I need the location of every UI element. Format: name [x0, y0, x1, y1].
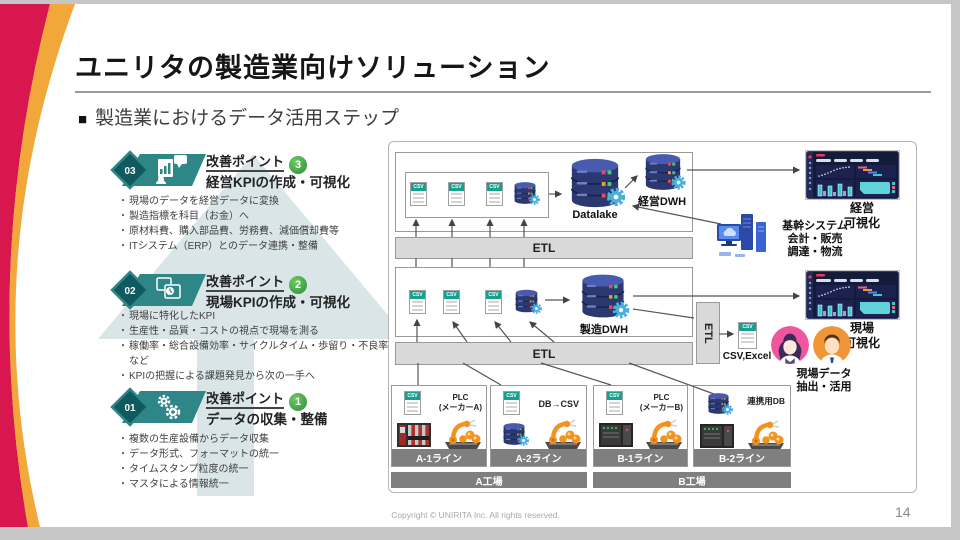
- field-dashboard-image: [805, 270, 900, 320]
- csv-file-icon: CSV: [606, 391, 623, 415]
- csv-file-icon: CSV: [404, 391, 421, 415]
- line-label-b2: B-2ライン: [694, 449, 790, 466]
- svg-text:03: 03: [124, 166, 136, 177]
- core-system-label: 基幹システム会計・販売調達・物流: [782, 220, 848, 258]
- gear-icon: [721, 403, 734, 416]
- bullet-item: 稼働率・総合設備効率・サイクルタイム・歩留り・不良率など: [118, 339, 392, 369]
- gear-icon: [605, 186, 627, 208]
- slide: ユニリタの製造業向けソリューション ■ 製造業におけるデータ活用ステップ 03: [0, 4, 951, 527]
- manufacturing-tier-box: [395, 267, 693, 337]
- square-bullet-icon: ■: [78, 111, 88, 128]
- bullet-item: 生産性・品質・コストの視点で現場を測る: [118, 324, 392, 339]
- csv-file-icon: CSV: [738, 322, 757, 349]
- step-3-number-badge: 3: [289, 156, 308, 174]
- gear-icon: [528, 193, 541, 206]
- factory-bar-b: B工場: [593, 472, 791, 488]
- step-2-number-badge: 2: [289, 276, 308, 294]
- gear-icon: [670, 174, 687, 191]
- step-3-bullets: 現場のデータを経営データに変換 製造指標を科目（お金）へ 原材料費、購入部品費、…: [118, 194, 392, 254]
- bullet-item: 現場に特化したKPI: [118, 309, 392, 324]
- step-1-bullets: 複数の生産設備からデータ収集 データ形式、フォーマットの統一 タイムスタンプ粒度…: [118, 432, 392, 492]
- step-2-bullets: 現場に特化したKPI 生産性・品質・コストの視点で現場を測る 稼働率・総合設備効…: [118, 309, 392, 384]
- step-3-title: 経営KPIの作成・可視化: [206, 175, 351, 190]
- bullet-item: ITシステム（ERP）とのデータ連携・整備: [118, 239, 392, 254]
- device-label: PLC(メーカーA): [438, 393, 482, 412]
- brand-curve-decoration: [0, 4, 75, 527]
- keiei-dwh-label: 経営DWH: [637, 196, 687, 208]
- line-box-b1: CSV PLC(メーカーB) B-1ライン: [593, 385, 688, 467]
- device-label: DB→CSV: [538, 399, 579, 409]
- device-label: PLC(メーカーB): [639, 393, 683, 412]
- step-2-title: 現場KPIの作成・可視化: [206, 295, 351, 310]
- line-label-b1: B-1ライン: [594, 449, 687, 466]
- csv-file-icon: CSV: [448, 182, 465, 206]
- csv-staging-box: CSV CSV CSV: [405, 172, 549, 218]
- gear-icon: [517, 434, 530, 447]
- line-box-b2: 連携用DB B-2ライン: [693, 385, 791, 467]
- section-heading-text: 製造業におけるデータ活用ステップ: [95, 108, 400, 129]
- plc-hardware-icon: [397, 422, 431, 448]
- core-system-servers-icon: [713, 210, 769, 260]
- title-underline: [75, 91, 931, 93]
- datalake-label: Datalake: [572, 209, 618, 221]
- csv-file-icon: CSV: [503, 391, 520, 415]
- management-dashboard-label: 経営可視化: [843, 201, 880, 230]
- architecture-diagram: CSV CSV CSV Datalake 経営DWH ETL CSV CSV C…: [388, 141, 917, 493]
- step-1-badge: 01: [110, 387, 206, 427]
- plc-hardware-icon: [700, 423, 734, 449]
- management-dashboard-image: [805, 150, 900, 200]
- gears-icon: [157, 394, 181, 420]
- bullet-item: データ形式、フォーマットの統一: [118, 447, 392, 462]
- line-label-a1: A-1ライン: [392, 449, 486, 466]
- monitoring-window-icon: [156, 277, 181, 299]
- page-number: 14: [895, 504, 911, 520]
- female-worker-avatar: [771, 326, 809, 364]
- etl-bar-upper: ETL: [395, 237, 693, 259]
- csv-file-icon: CSV: [409, 290, 426, 314]
- factory-bar-a: A工場: [391, 472, 587, 488]
- bullet-item: KPIの把握による課題発見から次の一手へ: [118, 369, 392, 384]
- etl-box-vertical: ETL: [696, 302, 720, 364]
- step-1-title: データの収集・整備: [206, 412, 328, 427]
- line-box-a1: CSV PLC(メーカーA) A-1ライン: [391, 385, 487, 467]
- step-1-number-badge: 1: [289, 393, 308, 411]
- gear-icon: [530, 302, 543, 315]
- seizo-dwh-label: 製造DWH: [579, 324, 629, 336]
- male-worker-avatar: [813, 326, 851, 364]
- gear-icon: [611, 300, 631, 320]
- line-box-a2: CSV DB→CSV A-2ライン: [490, 385, 587, 467]
- csv-file-icon: CSV: [486, 182, 503, 206]
- plc-hardware-icon: [599, 422, 633, 448]
- page-title: ユニリタの製造業向けソリューション: [75, 53, 551, 83]
- csv-file-icon: CSV: [410, 182, 427, 206]
- bullet-item: 複数の生産設備からデータ収集: [118, 432, 392, 447]
- etl-bar-lower: ETL: [395, 342, 693, 365]
- step-2-badge: 02: [110, 270, 206, 310]
- svg-text:02: 02: [124, 286, 136, 297]
- robot-arm-icon: [543, 416, 583, 450]
- step-3-badge: 03: [110, 150, 206, 190]
- csv-file-icon: CSV: [443, 290, 460, 314]
- chart-report-icon: [156, 155, 187, 184]
- device-label: 連携用DB: [747, 396, 785, 406]
- robot-arm-icon: [644, 416, 684, 450]
- bullet-item: 現場のデータを経営データに変換: [118, 194, 392, 209]
- field-dashboard-label: 現場可視化: [843, 321, 880, 350]
- bullet-item: マスタによる情報統一: [118, 477, 392, 492]
- field-data-label: 現場データ抽出・活用: [796, 368, 852, 393]
- section-heading: ■ 製造業におけるデータ活用ステップ: [78, 103, 399, 130]
- bullet-item: タイムスタンプ粒度の統一: [118, 462, 392, 477]
- bullet-item: 原材料費、購入部品費、労務費、減価償却費等: [118, 224, 392, 239]
- line-label-a2: A-2ライン: [491, 449, 586, 466]
- csv-file-icon: CSV: [485, 290, 502, 314]
- bullet-item: 製造指標を科目（お金）へ: [118, 209, 392, 224]
- csv-excel-label: CSV,Excel: [722, 351, 772, 362]
- svg-text:01: 01: [124, 403, 136, 414]
- robot-arm-icon: [746, 417, 786, 451]
- copyright-text: Copyright © UNIRITA Inc. All rights rese…: [391, 510, 560, 520]
- robot-arm-icon: [443, 416, 483, 450]
